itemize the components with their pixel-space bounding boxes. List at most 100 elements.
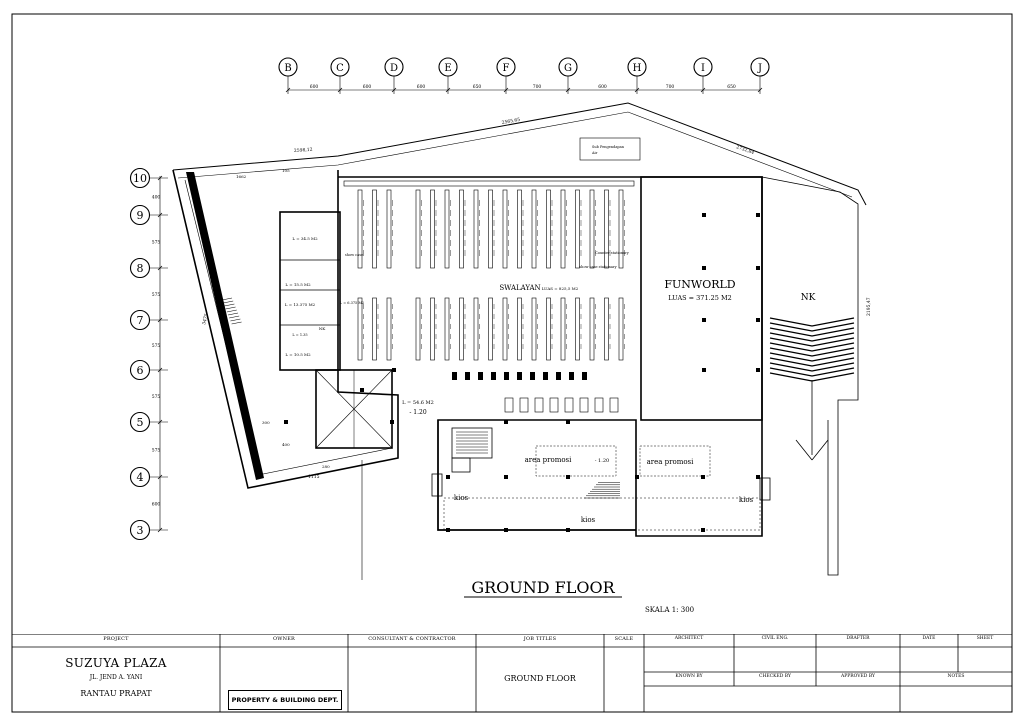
level-minus-label: - 1.20 <box>595 458 609 464</box>
row-grid-label: 7 <box>137 314 144 327</box>
dim-top-right: 2732,84 <box>735 144 755 156</box>
structural-columns <box>284 213 760 532</box>
row-spacing-label: 600 <box>152 502 161 508</box>
checkout-post <box>530 372 535 380</box>
rack-lower <box>618 297 624 361</box>
column-grid-bubble-H: H <box>627 57 647 94</box>
drawing-title: GROUND FLOOR <box>471 578 615 597</box>
dim-bottom-left: 1115 <box>308 474 320 480</box>
ramp-stripe <box>769 342 855 352</box>
architect-cell: ARCHITECT <box>644 634 734 647</box>
nk-small-label: NK <box>319 326 327 331</box>
left-wing-inner <box>184 179 393 476</box>
checkout-counter <box>609 397 619 413</box>
ramp-stripe <box>769 372 855 382</box>
title-block-grid <box>12 634 1012 712</box>
column-marker <box>446 528 450 532</box>
column-grid-label: E <box>444 63 451 74</box>
checkout-counter <box>534 397 544 413</box>
row-grid-label: 8 <box>137 262 144 275</box>
checkout-counter <box>579 397 589 413</box>
column-marker <box>756 266 760 270</box>
column-marker <box>702 266 706 270</box>
rack-lower <box>575 297 580 361</box>
rack-lower <box>517 297 522 361</box>
sheet-cell: SHEET <box>958 634 1012 647</box>
row-spacing-label: 575 <box>152 343 161 349</box>
job-title-value: GROUND FLOOR <box>504 674 576 683</box>
column-grid-bubble-J: J <box>750 57 770 94</box>
checkout-post <box>517 372 522 380</box>
checkout-post <box>452 372 457 380</box>
rack-upper <box>473 189 479 269</box>
row-spacing-label: 575 <box>152 292 161 298</box>
checkout-post <box>491 372 496 380</box>
site-boundary-top-inner <box>177 111 853 198</box>
room-label-6: L = 1.35 <box>292 333 307 337</box>
funworld-area-label: LUAS = 371.25 M2 <box>668 294 732 302</box>
checkout-counter <box>504 397 514 413</box>
rack-lower <box>604 297 609 361</box>
swalayan-label: SWALAYAN <box>499 284 540 292</box>
column-grid-bubble-B: B <box>278 57 298 94</box>
row-spacing-label: 575 <box>152 448 161 454</box>
rack-upper <box>488 189 493 269</box>
nk-label: NK <box>801 293 816 303</box>
checkout-post <box>543 372 548 380</box>
rack-upper <box>618 189 624 269</box>
column-marker <box>756 318 760 322</box>
known-by-label: KNOWN BY <box>675 674 703 679</box>
rack-upper <box>604 189 609 269</box>
architect-label: ARCHITECT <box>674 636 704 641</box>
row-grid-label: 9 <box>137 209 144 222</box>
project-city: RANTAU PRAPAT <box>80 689 152 698</box>
row-grid-bubble-6: 6 <box>129 359 168 381</box>
ramp-stripe <box>769 347 855 357</box>
ramp-stripe <box>769 337 855 347</box>
rack-lower <box>560 297 566 361</box>
column-grid-bubble-E: E <box>438 57 458 94</box>
consultant-cell: CONSULTANT & CONTRACTOR <box>348 634 476 712</box>
checkout-counter <box>519 397 529 413</box>
ramp-stripe <box>769 322 855 332</box>
column-grid-label: B <box>284 63 291 74</box>
checkout-counter <box>564 397 574 413</box>
dim-105: 105 <box>282 168 290 173</box>
checkout-post <box>569 372 574 380</box>
dim-top-left: 2598,12 <box>294 147 313 154</box>
row-spacing-label: 575 <box>152 240 161 246</box>
rack-lower <box>357 297 363 361</box>
column-marker <box>566 528 570 532</box>
sheet-border <box>11 13 1013 713</box>
ramp-stripe <box>769 332 855 342</box>
kios-label-2: kios <box>581 516 596 524</box>
row-grid-bubble-3: 3 <box>129 519 168 541</box>
drafter-label: DRAFTER <box>846 636 870 641</box>
column-grid-label: H <box>633 63 642 74</box>
column-spacing-label: 600 <box>598 84 607 90</box>
column-spacing-label: 600 <box>310 84 319 90</box>
rack-lower <box>415 297 421 361</box>
promo-area-left <box>535 445 617 477</box>
consultant-label: CONSULTANT & CONTRACTOR <box>368 636 456 642</box>
date-label: DATE <box>922 636 936 641</box>
ramp-stripes <box>769 317 855 382</box>
promo-area-right <box>639 445 711 477</box>
row-grid-bubble-10: 10 <box>129 167 168 189</box>
checkout-post <box>582 372 587 380</box>
civil-cell: CIVIL ENG. <box>734 634 816 647</box>
column-grid-bubble-I: I <box>693 57 713 94</box>
column-grid-label: G <box>564 63 572 74</box>
dim-280: 280 <box>322 464 330 469</box>
rack-upper <box>372 189 377 269</box>
ramp-hatch <box>229 315 240 319</box>
sub-panel-label-1: Sub Pengendapan <box>592 145 625 149</box>
column-marker <box>446 475 450 479</box>
dim-300: 300 <box>262 420 270 425</box>
ramp-arrow <box>795 380 829 461</box>
column-marker <box>702 368 706 372</box>
column-spacing-label: 600 <box>363 84 372 90</box>
known-by-cell: KNOWN BY <box>644 672 734 686</box>
scale-cell: SCALE <box>604 634 644 712</box>
notes-label: NOTES <box>947 674 965 679</box>
